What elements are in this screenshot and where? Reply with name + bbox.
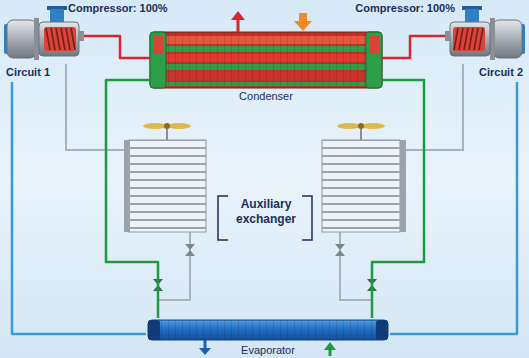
compressor-symbol <box>445 6 525 60</box>
label-bracket <box>218 196 312 240</box>
circuit-label: Circuit 1 <box>6 66 50 79</box>
compressor-unit: Compressor: 100%Circuit 1 <box>4 14 84 82</box>
pipe-connector <box>12 82 146 334</box>
pipe-connector <box>84 36 150 58</box>
evaporator-exchanger: Evaporator <box>146 318 390 342</box>
pipe-connector <box>372 80 424 318</box>
component-label: Evaporator <box>146 344 390 357</box>
compressor-unit: Compressor: 100%Circuit 2 <box>445 14 525 82</box>
component-label: Condenser <box>150 90 382 103</box>
auxiliary-coil <box>322 123 406 232</box>
condenser-exchanger: Condenser <box>150 32 382 88</box>
pipe-connector <box>106 80 158 318</box>
valve-symbol <box>153 244 377 291</box>
exchanger-label: Auxiliary exchanger <box>232 197 300 227</box>
auxiliary-coil <box>124 123 206 232</box>
compressor-symbol <box>4 6 84 60</box>
circuit-label: Circuit 2 <box>479 66 523 79</box>
compressor-label: Compressor: 100% <box>68 2 168 15</box>
compressor-label: Compressor: 100% <box>355 2 455 15</box>
pipe-connector <box>382 36 445 58</box>
condenser-symbol <box>150 11 382 88</box>
auxiliary-piping <box>66 64 463 300</box>
pipe-connector <box>390 82 517 334</box>
